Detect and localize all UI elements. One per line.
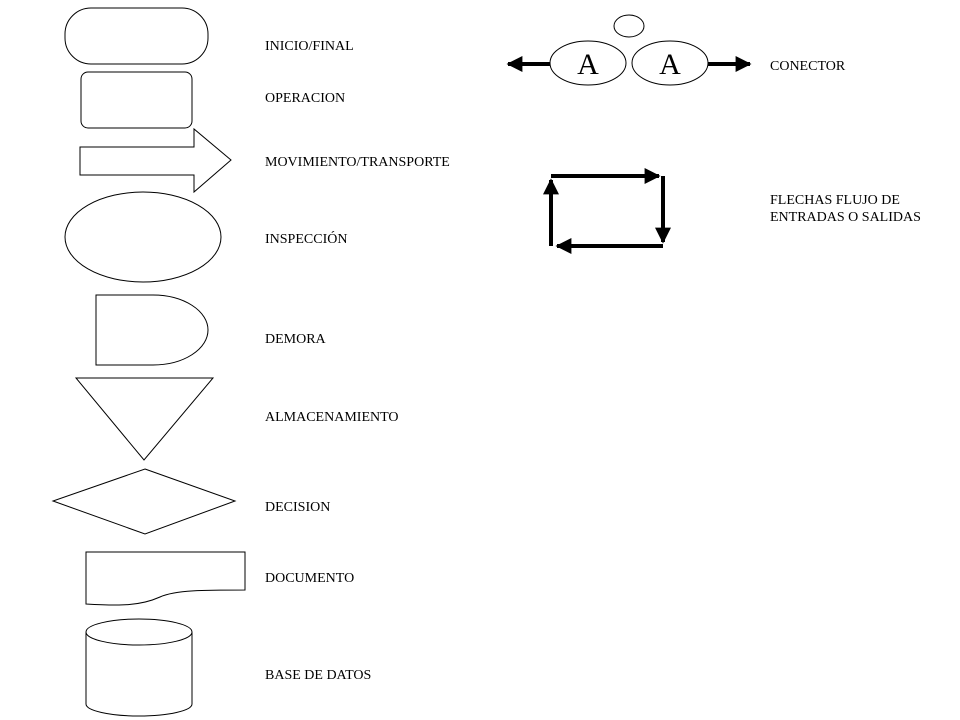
document-symbol — [85, 551, 246, 606]
label-terminator: INICIO/FINAL — [265, 39, 354, 54]
connector-left-letter: A — [577, 48, 599, 81]
label-delay: DEMORA — [265, 332, 326, 347]
label-inspection: INSPECCIÓN — [265, 232, 348, 247]
label-connector: CONECTOR — [770, 59, 846, 74]
label-database: BASE DE DATOS — [265, 668, 372, 683]
label-flow-arrows: FLECHAS FLUJO DE ENTRADAS O SALIDAS — [770, 193, 921, 225]
label-process: OPERACION — [265, 91, 346, 106]
connector-right-letter: A — [659, 48, 681, 81]
storage-triangle-symbol — [74, 377, 215, 461]
label-storage: ALMACENAMIENTO — [265, 410, 399, 425]
delay-symbol — [95, 294, 209, 366]
database-cylinder-symbol — [85, 618, 193, 717]
terminator-symbol — [64, 7, 209, 65]
label-decision: DECISION — [265, 500, 331, 515]
inspection-ellipse-symbol — [64, 191, 222, 283]
small-connector-ellipse — [613, 14, 645, 38]
label-transport: MOVIMIENTO/TRANSPORTE — [265, 155, 450, 170]
connector-right-circle — [631, 40, 709, 86]
transport-arrow-symbol — [79, 127, 232, 194]
decision-diamond-symbol — [51, 468, 237, 535]
process-symbol — [80, 71, 193, 129]
connector-left-circle — [549, 40, 627, 86]
label-document: DOCUMENTO — [265, 571, 355, 586]
flow-arrows-loop — [543, 168, 671, 254]
